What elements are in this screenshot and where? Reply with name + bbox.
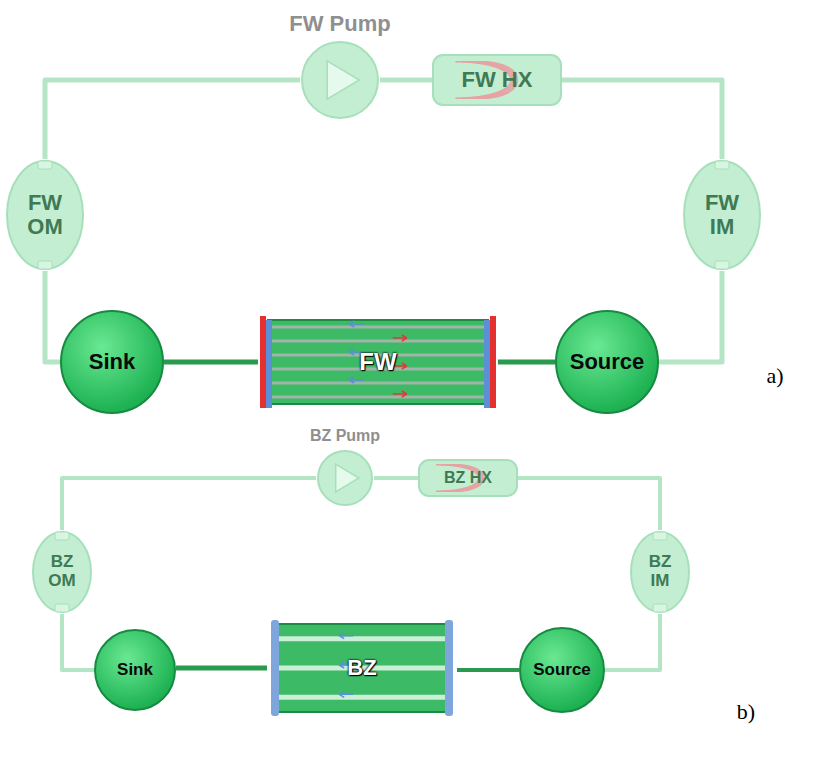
manifold-vessel: BZ OM	[31, 530, 93, 614]
pipe-connector	[605, 614, 660, 670]
pump-symbol: FW Pump	[300, 40, 380, 120]
panel-label: b)	[737, 699, 755, 725]
pipe-connector	[45, 271, 60, 362]
pipe-connector	[176, 666, 267, 671]
reservoir-sphere: Source	[519, 627, 605, 713]
reservoir-sphere: Source	[555, 310, 659, 414]
pipe-connector	[45, 80, 300, 159]
pipe-connector	[659, 271, 722, 362]
pipe-connector	[457, 668, 519, 672]
heat-exchanger: FW HX	[432, 54, 562, 106]
node-label: BZ OM	[48, 553, 75, 590]
pipe-connector	[374, 476, 418, 480]
pipe-connector	[380, 78, 432, 83]
tube-bundle: FW	[258, 316, 498, 408]
pipe-connector	[62, 478, 316, 530]
node-label: BZ HX	[444, 469, 492, 487]
node-label: BZ	[347, 656, 376, 680]
pipe-connector	[164, 360, 258, 365]
node-label: FW OM	[27, 191, 62, 239]
pipe-connector	[498, 360, 555, 365]
manifold-vessel: FW IM	[682, 159, 762, 271]
pump-label: FW Pump	[289, 12, 390, 36]
pump-label: BZ Pump	[310, 427, 380, 445]
reservoir-sphere: Sink	[60, 310, 164, 414]
pipe-connector	[518, 478, 660, 530]
panel-label: a)	[766, 363, 783, 389]
node-label: Source	[570, 350, 645, 374]
node-label: FW HX	[462, 68, 533, 92]
node-label: FW IM	[705, 191, 739, 239]
node-label: Sink	[89, 350, 135, 374]
shape-outline	[316, 449, 374, 507]
manifold-vessel: FW OM	[5, 159, 85, 271]
reservoir-sphere: Sink	[94, 629, 176, 711]
tube-bundle: BZ	[267, 620, 457, 716]
node-label: Source	[533, 661, 591, 680]
shape-outline	[300, 40, 380, 120]
node-label: FW	[359, 349, 396, 375]
heat-exchanger: BZ HX	[418, 459, 518, 497]
pipe-connector	[62, 614, 94, 670]
node-label: Sink	[117, 661, 153, 680]
pipe-connector	[562, 80, 722, 159]
manifold-vessel: BZ IM	[629, 530, 691, 614]
pump-symbol: BZ Pump	[316, 449, 374, 507]
node-label: BZ IM	[649, 553, 672, 590]
